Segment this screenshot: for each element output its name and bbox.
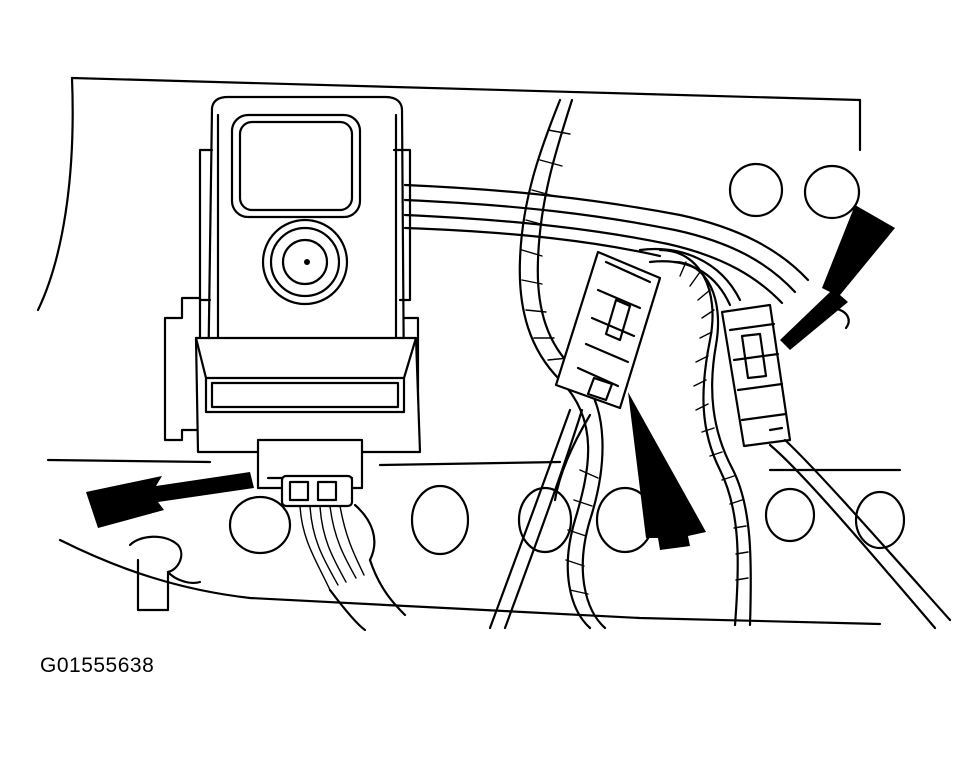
center-connector-arrow xyxy=(628,392,706,550)
mount-bracket xyxy=(128,535,202,612)
sensor-connector-arrow xyxy=(86,472,254,528)
body-panel xyxy=(36,76,902,626)
figure-id-label: G01555638 xyxy=(40,654,155,677)
frame-rail xyxy=(403,183,810,305)
module-wires xyxy=(299,503,376,591)
right-upper-harness xyxy=(638,248,742,307)
sensor-module xyxy=(163,95,422,508)
module-harness xyxy=(328,558,407,632)
right-connector xyxy=(720,303,952,630)
right-harness xyxy=(658,248,752,627)
right-connector-arrow xyxy=(780,205,895,350)
center-connector xyxy=(554,250,662,410)
lower-rail-holes xyxy=(228,484,906,556)
center-connector-wires xyxy=(488,408,592,630)
callout-arrows xyxy=(86,205,895,550)
